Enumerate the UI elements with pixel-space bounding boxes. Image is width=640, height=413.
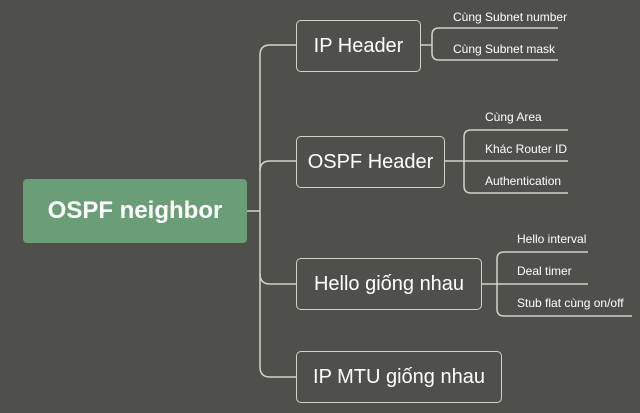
branch-label: OSPF Header: [307, 150, 434, 173]
connector-hello-leaves: [482, 251, 632, 317]
leaf-cung-subnet-number: Cùng Subnet number: [453, 10, 568, 24]
leaf-khac-router-id: Khác Router ID: [485, 142, 568, 156]
root-node: OSPF neighbor: [23, 179, 247, 243]
branch-label: IP Header: [313, 34, 404, 57]
branch-ip-mtu: IP MTU giống nhau: [296, 351, 502, 403]
leaf-deal-timer: Deal timer: [517, 264, 572, 278]
connector-trunk: [259, 44, 271, 378]
branch-label: Hello giống nhau: [313, 272, 465, 295]
leaf-authentication: Authentication: [485, 174, 562, 188]
leaf-hello-interval: Hello interval: [517, 232, 587, 246]
root-label: OSPF neighbor: [47, 197, 223, 224]
branch-hello: Hello giống nhau: [296, 258, 482, 310]
connector-ip-header-leaves: [421, 27, 558, 61]
branch-ospf-header: OSPF Header: [296, 136, 445, 188]
branch-ip-header: IP Header: [296, 20, 421, 72]
connector-branch-2: [259, 160, 296, 172]
connector-ospf-header-leaves: [445, 129, 568, 194]
leaf-cung-subnet-mask: Cùng Subnet mask: [453, 42, 556, 56]
connector-branch-3: [259, 273, 296, 285]
leaf-stub-flat: Stub flat cùng on/off: [517, 296, 624, 310]
branch-label: IP MTU giống nhau: [313, 365, 485, 388]
leaf-cung-area: Cùng Area: [485, 110, 542, 124]
